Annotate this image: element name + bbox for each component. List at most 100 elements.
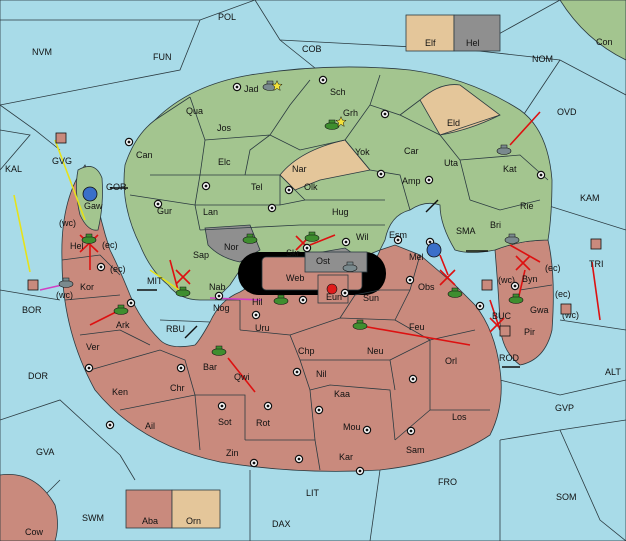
sea-label-buc: BUC	[492, 311, 512, 321]
fleet-unit[interactable]	[55, 132, 67, 144]
army-unit[interactable]	[175, 286, 191, 297]
land-label-skr: Skr	[286, 248, 300, 258]
sea-label-rod: ROD	[499, 353, 520, 363]
land-label-bri: Bri	[490, 220, 501, 230]
supply-center-dot	[408, 278, 412, 282]
army-unit[interactable]	[504, 233, 520, 244]
sea-label-sma: SMA	[456, 226, 476, 236]
fleet-unit[interactable]	[590, 238, 602, 250]
globe-icon[interactable]	[82, 186, 98, 202]
sea-label-dax: DAX	[272, 519, 291, 529]
region-cow[interactable]	[0, 473, 58, 541]
battle-burst-icon	[326, 283, 338, 295]
supply-center-dot	[270, 206, 274, 210]
coast-label: (wc)	[498, 275, 515, 285]
sea-label-fun: FUN	[153, 52, 172, 62]
land-label-mou: Mou	[343, 422, 361, 432]
land-label-can: Can	[136, 150, 153, 160]
sea-label-nvm: NVM	[32, 47, 52, 57]
army-unit[interactable]	[496, 144, 512, 155]
sea-label-swm: SWM	[82, 513, 104, 523]
supply-center-dot	[317, 408, 321, 412]
land-label-nar: Nar	[292, 164, 307, 174]
land-label-lan: Lan	[203, 207, 218, 217]
land-label-feu: Feu	[409, 322, 425, 332]
land-label-sch: Sch	[330, 87, 346, 97]
supply-center-dot	[204, 184, 208, 188]
land-label-kat: Kat	[503, 164, 517, 174]
legend-top: Elf Hel	[405, 14, 501, 52]
legend-bottom-right: Orn	[186, 516, 201, 526]
sea-label-rbu: RBU	[166, 324, 185, 334]
army-unit[interactable]	[58, 277, 74, 288]
land-label-jos: Jos	[217, 123, 232, 133]
land-label-nil: Nil	[316, 369, 327, 379]
coast-label: (ec)	[545, 263, 561, 273]
land-label-kor: Kor	[80, 282, 94, 292]
army-unit[interactable]	[242, 233, 258, 244]
fleet-unit[interactable]	[27, 279, 39, 291]
land-label-pir: Pir	[524, 327, 535, 337]
land-label-obs: Obs	[418, 282, 435, 292]
land-label-eun: Eun	[326, 292, 342, 302]
army-unit-body	[113, 307, 129, 315]
land-label-uru: Uru	[255, 323, 270, 333]
army-unit[interactable]	[508, 293, 524, 304]
coast-label: (ec)	[110, 264, 126, 274]
army-unit[interactable]	[304, 231, 320, 242]
supply-center-dot	[99, 265, 103, 269]
fleet-unit[interactable]	[481, 279, 493, 291]
supply-center-dot	[343, 291, 347, 295]
land-label-kar: Kar	[339, 452, 353, 462]
land-label-mel: Mel	[409, 252, 424, 262]
land-label-rot: Rot	[256, 418, 271, 428]
supply-center-dot	[383, 112, 387, 116]
army-unit[interactable]	[324, 119, 340, 130]
army-unit[interactable]	[81, 233, 97, 244]
land-label-sun: Sun	[363, 293, 379, 303]
fleet-unit[interactable]	[499, 325, 511, 337]
supply-center-dot	[428, 240, 432, 244]
land-label-sot: Sot	[218, 417, 232, 427]
fleet-unit[interactable]	[560, 303, 572, 315]
land-label-sam: Sam	[406, 445, 425, 455]
army-unit-turret	[215, 345, 223, 350]
sea-label-gva: GVA	[36, 447, 54, 457]
globe-icon[interactable]	[426, 242, 442, 258]
supply-center-dot	[108, 423, 112, 427]
army-unit-body	[324, 122, 340, 130]
land-label-nor: Nor	[224, 242, 239, 252]
army-unit[interactable]	[273, 294, 289, 305]
land-label-nab: Nab	[209, 282, 226, 292]
passage-arrows	[110, 187, 520, 368]
land-label-car: Car	[404, 146, 419, 156]
army-unit-body	[175, 289, 191, 297]
supply-center-dot	[220, 404, 224, 408]
region-ost-inner[interactable]	[304, 251, 368, 273]
army-unit-turret	[277, 294, 285, 299]
army-unit-body	[211, 348, 227, 356]
supply-center-dot	[539, 173, 543, 177]
army-unit[interactable]	[447, 287, 463, 298]
land-label-rie: Rie	[520, 201, 534, 211]
land-label-hel: Hel	[70, 241, 84, 251]
sea-label-alt: ALT	[605, 367, 621, 377]
supply-center-dot	[87, 366, 91, 370]
army-unit-turret	[508, 233, 516, 238]
order-arrows	[13, 111, 601, 393]
coast-label: (wc)	[562, 310, 579, 320]
army-unit[interactable]	[352, 319, 368, 330]
land-label-gwa: Gwa	[530, 305, 549, 315]
army-unit-turret	[246, 233, 254, 238]
land-label-elc: Elc	[218, 157, 231, 167]
sea-label-gvp: GVP	[555, 403, 574, 413]
army-unit[interactable]	[113, 304, 129, 315]
land-label-gaw: Gaw	[84, 201, 103, 211]
sea-label-pol: POL	[218, 12, 236, 22]
legend-top-left: Elf	[425, 38, 436, 48]
army-unit[interactable]	[342, 261, 358, 272]
army-unit[interactable]	[211, 345, 227, 356]
sea-label-cob: COB	[302, 44, 322, 54]
region-nar[interactable]	[279, 139, 371, 191]
